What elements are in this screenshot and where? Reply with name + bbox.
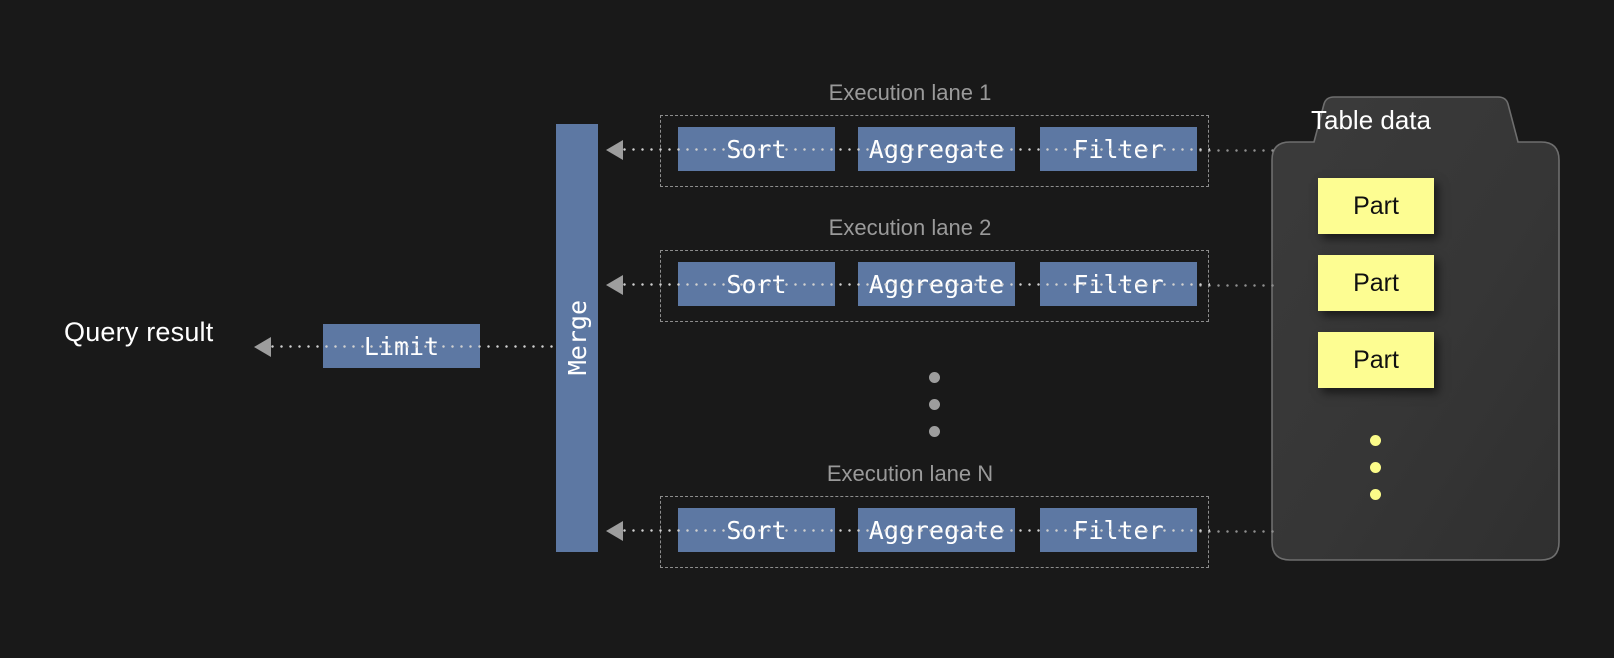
- lane-2-arrowhead: [606, 275, 623, 295]
- parts-ellipsis-dot: [1370, 435, 1381, 446]
- connector-panel-lane-1: [1196, 149, 1276, 152]
- merge-operator[interactable]: Merge: [556, 124, 598, 552]
- lane-ellipsis-dot: [929, 399, 940, 410]
- lane-ellipsis-dot: [929, 426, 940, 437]
- lane-label-2: Execution lane 2: [828, 215, 992, 240]
- lane-label-n: Execution lane N: [826, 461, 994, 486]
- lane-1-flow-line: [620, 148, 1210, 151]
- lane-label-1: Execution lane 1: [828, 80, 992, 105]
- query-result-label: Query result: [64, 317, 214, 347]
- parts-ellipsis-dot: [1370, 489, 1381, 500]
- connector-merge-to-limit: [268, 345, 558, 348]
- lane-1-arrowhead: [606, 140, 623, 160]
- query-result-arrowhead: [254, 337, 271, 357]
- part-box: Part: [1318, 255, 1434, 311]
- lane-2-flow-line: [620, 283, 1210, 286]
- table-data-title: Table data: [1311, 105, 1431, 135]
- connector-panel-lane-2: [1196, 284, 1276, 287]
- lane-ellipsis-dot: [929, 372, 940, 383]
- connector-panel-lane-n: [1196, 530, 1276, 533]
- merge-label: Merge: [562, 300, 592, 376]
- table-data-panel: [1271, 96, 1560, 561]
- parts-ellipsis-dot: [1370, 462, 1381, 473]
- lane-n-arrowhead: [606, 521, 623, 541]
- lane-n-flow-line: [620, 529, 1210, 532]
- part-box: Part: [1318, 332, 1434, 388]
- part-box: Part: [1318, 178, 1434, 234]
